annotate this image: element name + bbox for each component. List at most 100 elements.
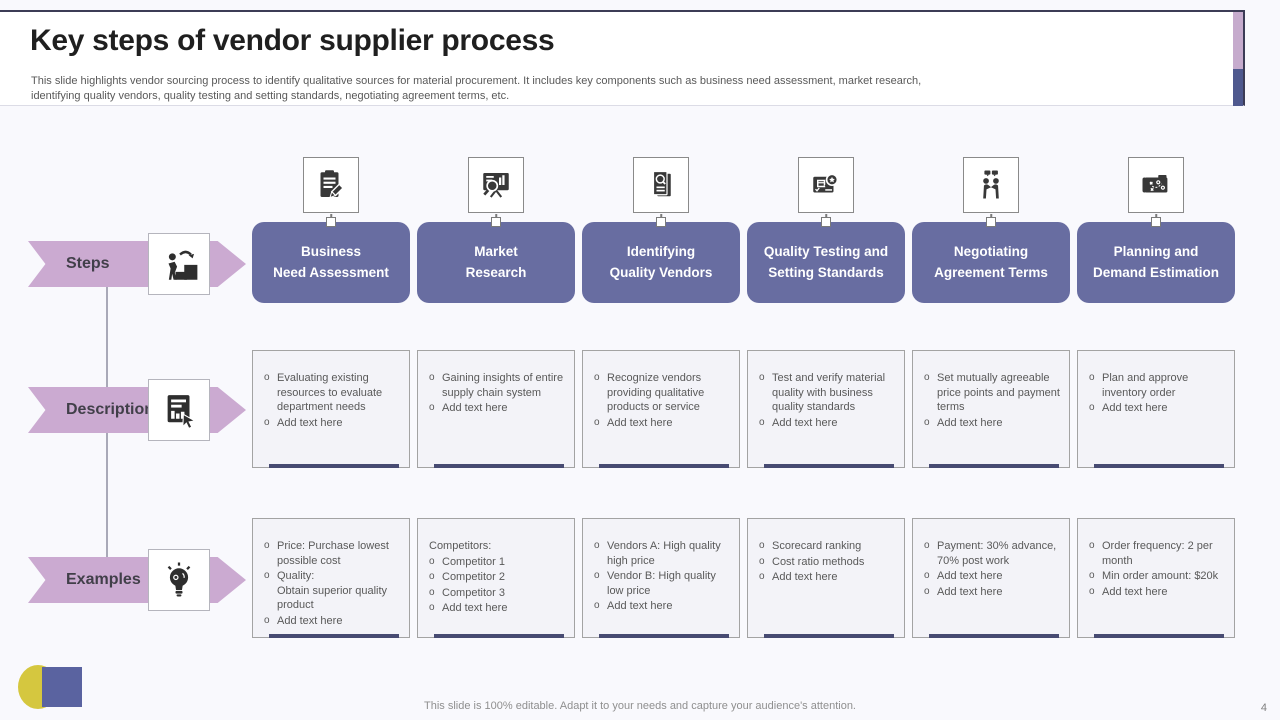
connector-plug — [821, 217, 831, 227]
bullet-marker: o — [924, 540, 930, 551]
step-label: Negotiating Agreement Terms — [934, 244, 1048, 280]
bullet-marker: o — [429, 602, 435, 614]
step-box: Business Need Assessment — [252, 217, 410, 303]
bullet-marker: o — [429, 571, 435, 583]
step-label: Market Research — [465, 244, 527, 280]
bullet-text: Add text here — [277, 416, 343, 429]
bullet-text: Min order amount: $20k — [1102, 570, 1219, 583]
bullet-marker: o — [1089, 540, 1095, 551]
process-column: Business Need Assessment o Evaluating exi… — [252, 155, 410, 638]
bullet-item: o Add text here — [759, 570, 898, 585]
connector-plug — [491, 217, 501, 227]
bullet-text: Add text here — [277, 614, 343, 627]
report-chart-icon-box — [148, 379, 210, 441]
bullet-marker: o — [924, 585, 930, 597]
bullet-marker: o — [264, 540, 270, 551]
step-label: Quality Testing and Setting Standards — [763, 244, 889, 280]
bullet-text: Add text here — [1102, 402, 1168, 415]
bullet-text: Payment: 30% advance, 70% post work — [937, 540, 1057, 567]
bullet-text: Add text here — [772, 416, 838, 429]
bullet-marker: o — [924, 416, 930, 428]
header-accent-bar-light — [1233, 12, 1243, 69]
bullet-item: o Evaluating existing resources to evalua… — [264, 371, 403, 415]
bullet-marker: o — [429, 555, 435, 567]
bullet-marker: o — [759, 555, 765, 567]
header-accent-bar-dark — [1233, 69, 1243, 106]
bullet-text: Quality: Obtain superior quality product — [277, 570, 388, 612]
description-cell: o Set mutually agreeable price points and… — [912, 350, 1070, 468]
bullet-marker: o — [264, 372, 270, 383]
step-box: Planning and Demand Estimation — [1077, 217, 1235, 303]
bullet-text: Order frequency: 2 per month — [1102, 540, 1213, 567]
connector-plug — [656, 217, 666, 227]
strategy-plan-icon — [1142, 174, 1168, 193]
bullet-item: o Add text here — [1089, 585, 1228, 600]
bullet-text: Competitor 3 — [442, 586, 505, 599]
step-icon-cell — [1077, 155, 1235, 223]
examples-cell: o Scorecard ranking o Cost ratio methods o Ad… — [747, 518, 905, 638]
presentation-search-icon-box — [468, 157, 524, 213]
lightbulb-icon-box — [148, 549, 210, 611]
description-cell: o Gaining insights of entire supply chain… — [417, 350, 575, 468]
bullet-marker: o — [594, 372, 600, 383]
row-label-steps: Steps — [66, 255, 110, 272]
step-label: Business Need Assessment — [273, 244, 389, 280]
bullet-text: Add text here — [607, 416, 673, 429]
row-arrow-steps: Steps — [28, 241, 246, 287]
bullet-marker: o — [264, 614, 270, 626]
bullet-text: Set mutually agreeable price points and … — [937, 372, 1060, 414]
step-icon-cell — [252, 155, 410, 223]
bullet-marker: o — [1089, 402, 1095, 414]
bullet-marker: o — [759, 571, 765, 583]
bullet-text: Add text here — [772, 571, 838, 584]
bullet-item: o Add text here — [924, 416, 1063, 431]
page-title: Key steps of vendor supplier process — [30, 24, 555, 57]
row-arrow-description: Description — [28, 387, 246, 433]
lightbulb-icon — [167, 562, 191, 597]
bullet-text: Evaluating existing resources to evaluat… — [277, 372, 383, 414]
handshake-people-icon — [983, 170, 999, 199]
step-icon-cell — [912, 155, 1070, 223]
clipboard-pencil-icon-box — [303, 157, 359, 213]
row-label-description: Description — [66, 401, 155, 418]
step-icon-cell — [582, 155, 740, 223]
description-cell: o Evaluating existing resources to evalua… — [252, 350, 410, 468]
bullet-text: Cost ratio methods — [772, 555, 865, 568]
step-box: Negotiating Agreement Terms — [912, 217, 1070, 303]
bullet-marker: o — [1089, 585, 1095, 597]
handshake-people-icon-box — [963, 157, 1019, 213]
step-box: Market Research — [417, 217, 575, 303]
step-box: Quality Testing and Setting Standards — [747, 217, 905, 303]
bullet-text: Add text here — [937, 416, 1003, 429]
bullet-item: o Add text here — [1089, 401, 1228, 416]
bullet-text: Add text here — [1102, 585, 1168, 598]
bullet-text: Competitor 2 — [442, 571, 505, 584]
page-number: 4 — [1260, 702, 1267, 714]
bullet-text: Scorecard ranking — [772, 540, 862, 552]
connector-plug — [986, 217, 996, 227]
bullet-item: o Competitor 2 — [429, 570, 568, 585]
bullet-text: Gaining insights of entire supply chain … — [442, 372, 564, 399]
footer-square-shape — [42, 667, 82, 707]
bullet-marker: o — [429, 402, 435, 414]
